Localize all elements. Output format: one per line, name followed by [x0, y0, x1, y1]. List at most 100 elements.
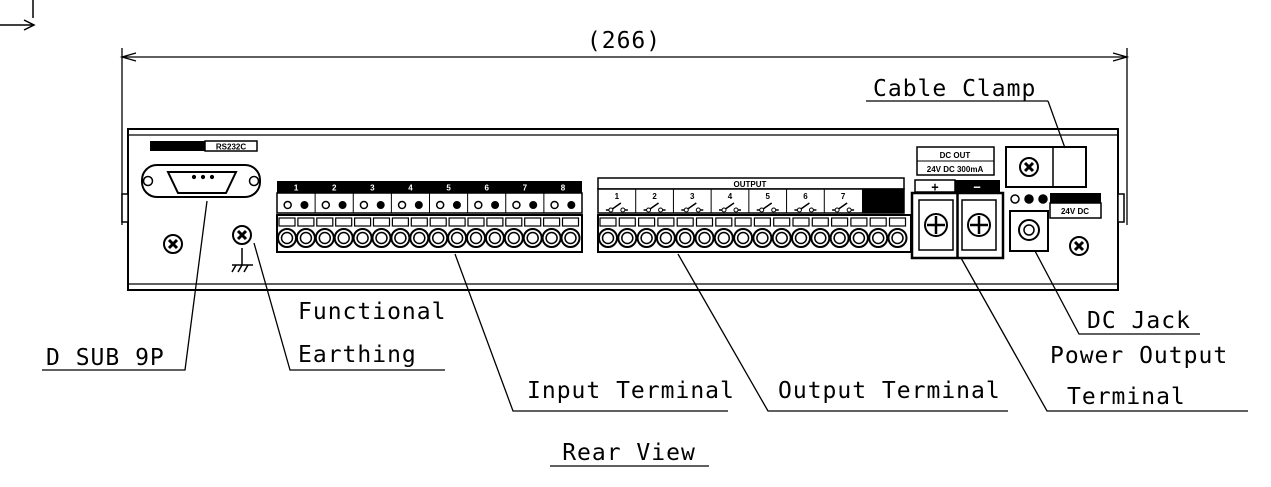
cable-clamp: [1005, 146, 1087, 188]
terminal-screw-icon: [484, 228, 505, 248]
input-number: 5: [446, 184, 451, 193]
terminal-slot: [486, 217, 504, 227]
small-screw-icon: [414, 201, 423, 209]
contact-point: [620, 207, 626, 213]
small-screw-icon: [376, 201, 385, 209]
small-screw-icon: [338, 201, 347, 209]
terminal-screw-icon: [771, 228, 792, 248]
dimension-value: (266): [587, 28, 661, 54]
earth-screw-icon: [231, 224, 253, 246]
input-number: 3: [370, 184, 375, 193]
terminal-screw-icon: [541, 228, 562, 248]
terminal-screw-icon: [848, 228, 869, 248]
input-number: 7: [523, 184, 528, 193]
dc-out-text: DC OUT: [940, 151, 971, 160]
terminal-screw-icon: [560, 228, 581, 248]
terminal-slot: [637, 217, 656, 227]
terminal-screw-icon: [655, 228, 676, 248]
power-output-terminal-label-line2: Terminal: [1067, 384, 1186, 410]
terminal-slot: [316, 217, 334, 227]
terminal-slot: [467, 217, 485, 227]
terminal-screw-icon: [503, 228, 524, 248]
small-screw-icon: [529, 201, 538, 209]
contact-point: [721, 207, 727, 213]
terminal-screw-icon: [390, 228, 411, 248]
terminal-slot: [278, 217, 296, 227]
terminal-screw-icon: [675, 228, 696, 248]
output-number: 4: [728, 192, 733, 201]
small-screw-icon: [567, 201, 576, 209]
terminal-screw-icon: [295, 228, 316, 248]
terminal-slot: [869, 217, 887, 227]
terminal-slot: [599, 217, 617, 227]
terminal-screw-icon: [713, 228, 734, 248]
terminal-screw-icon: [598, 228, 618, 248]
earth-ground-icon: [231, 248, 253, 273]
small-screw-icon: [491, 201, 500, 209]
input-number: 6: [484, 184, 489, 193]
terminal-slot: [354, 217, 372, 227]
corner-arrow-mark: [0, 0, 36, 31]
terminal-slot: [391, 217, 409, 227]
contact-point: [695, 207, 701, 213]
terminal-slot: [335, 217, 353, 227]
terminal-screw-icon: [829, 228, 850, 248]
terminal-screw-icon: [791, 228, 811, 248]
small-screw-icon: [283, 200, 292, 210]
terminal-screw-icon: [314, 228, 335, 248]
terminal-slot: [448, 217, 466, 227]
terminal-slot: [830, 217, 849, 227]
small-screw-icon: [321, 200, 331, 210]
contact-point: [771, 207, 777, 213]
functional-earthing-label-line1: Functional: [298, 299, 446, 325]
dc-jack: 24V DC: [1009, 193, 1102, 252]
terminal-screw-icon: [752, 228, 773, 248]
dc-jack-label: DC Jack: [1087, 308, 1191, 334]
contact-point: [808, 207, 814, 213]
output-number: 3: [690, 192, 695, 201]
terminal-slot: [850, 217, 868, 227]
output-number: 7: [841, 192, 846, 201]
small-screw-icon: [359, 200, 369, 210]
input-number: 1: [294, 184, 299, 193]
rs232c-label-plate: RS232C: [150, 140, 258, 152]
terminal-slot: [734, 217, 752, 227]
output-number: 2: [652, 192, 657, 201]
small-screw-icon: [474, 200, 483, 210]
leader-lines: [42, 100, 1248, 467]
terminal-slot: [618, 217, 636, 227]
terminal-slot: [297, 217, 315, 227]
output-number: 6: [803, 192, 808, 201]
d-sub-label: D_SUB_9P: [46, 345, 165, 371]
terminal-slot: [773, 217, 791, 227]
small-screw-icon: [397, 200, 407, 210]
contact-point: [733, 207, 739, 213]
dc-out-label-plate: DC OUT 24V DC 300mA: [916, 146, 995, 176]
small-screw-icon: [550, 200, 559, 210]
contact-point: [834, 207, 840, 213]
mount-screw-icon: [162, 233, 184, 255]
terminal-slot: [811, 217, 829, 227]
input-terminal-label: Input Terminal: [527, 378, 735, 404]
functional-earthing-label-line2: Earthing: [298, 342, 417, 368]
contact-point: [646, 207, 652, 213]
small-screw-icon: [512, 200, 521, 210]
contact-point: [796, 207, 802, 213]
terminal-slot: [753, 217, 772, 227]
contact-point: [683, 207, 689, 213]
rear-view-title: Rear View: [562, 440, 696, 466]
terminal-slot: [372, 217, 391, 227]
power-output-terminal-label-line1: Power Output: [1050, 343, 1228, 369]
output-header-text: OUTPUT: [734, 180, 767, 189]
input-terminal-screws: [277, 217, 581, 248]
polarity-symbol-icon: [1010, 194, 1048, 204]
terminal-screw-icon: [333, 228, 354, 248]
input-number: 4: [408, 184, 413, 193]
input-number: 8: [561, 184, 566, 193]
power-output-terminal: + −: [910, 179, 1005, 260]
